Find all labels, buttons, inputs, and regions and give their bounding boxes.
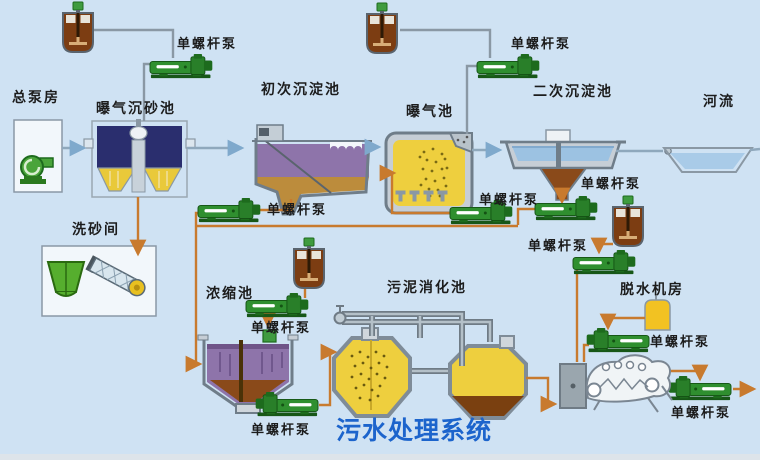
label-screw-pump-9: 单螺杆泵 bbox=[650, 334, 711, 349]
sand-washing-room-box bbox=[41, 245, 157, 317]
label-screw-pump-10: 单螺杆泵 bbox=[671, 405, 732, 420]
label-sludge-digestion-tank: 污泥消化池 bbox=[387, 279, 467, 295]
screw-pump-6 bbox=[572, 249, 636, 275]
label-river: 河流 bbox=[703, 93, 735, 109]
digester-tank-1 bbox=[332, 327, 412, 418]
screw-pump-9 bbox=[586, 327, 650, 353]
water-flow-lines bbox=[62, 138, 663, 159]
label-main-pump-house: 总泵房 bbox=[12, 89, 60, 105]
label-screw-pump-1: 单螺杆泵 bbox=[177, 36, 238, 51]
gas-trap-icon bbox=[333, 311, 347, 325]
screw-pump-1 bbox=[149, 53, 213, 79]
screw-pump-10 bbox=[668, 375, 732, 401]
aeration-tank bbox=[384, 131, 474, 215]
label-dewatering-room: 脱水机房 bbox=[620, 281, 684, 297]
label-primary-sedimentation-tank: 初次沉淀池 bbox=[261, 81, 341, 97]
screw-pump-2 bbox=[476, 53, 540, 79]
diagram-title: 污水处理系统 bbox=[336, 417, 493, 445]
screw-pump-7 bbox=[245, 292, 309, 318]
belt-filter-press-icon bbox=[559, 354, 673, 413]
label-screw-pump-2: 单螺杆泵 bbox=[511, 36, 572, 51]
screw-pump-3 bbox=[197, 197, 261, 223]
agitator-tank-2 bbox=[366, 2, 398, 54]
air-diffusers bbox=[395, 190, 448, 202]
grit-classifier-icon bbox=[46, 261, 86, 297]
polymer-tank-icon bbox=[644, 294, 671, 331]
sludge-pipes bbox=[129, 164, 757, 413]
label-screw-pump-8: 单螺杆泵 bbox=[251, 422, 312, 437]
label-screw-pump-4: 单螺杆泵 bbox=[479, 192, 540, 207]
bottom-edge-strip bbox=[0, 454, 760, 460]
label-aerated-grit-chamber: 曝气沉砂池 bbox=[96, 100, 176, 116]
label-aeration-tank: 曝气池 bbox=[406, 103, 454, 119]
thickening-tank bbox=[197, 329, 299, 414]
main-pump-house-box bbox=[13, 119, 63, 193]
dosing-pipes bbox=[94, 28, 492, 134]
gas-piping bbox=[333, 305, 493, 374]
screw-pump-8 bbox=[255, 391, 319, 417]
agitator-tank-3 bbox=[612, 195, 644, 247]
primary-sedimentation-tank bbox=[252, 124, 372, 216]
label-sand-washing-room: 洗砂间 bbox=[72, 221, 120, 237]
label-screw-pump-3: 单螺杆泵 bbox=[267, 202, 328, 217]
label-screw-pump-5: 单螺杆泵 bbox=[581, 176, 642, 191]
label-secondary-sedimentation-tank: 二次沉淀池 bbox=[533, 83, 613, 99]
label-screw-pump-7: 单螺杆泵 bbox=[251, 320, 312, 335]
agitator-tank-4 bbox=[293, 237, 325, 289]
screw-conveyor-icon bbox=[85, 255, 146, 297]
snail-pump-icon bbox=[20, 155, 54, 184]
digester-tank-2 bbox=[448, 335, 528, 420]
river-basin bbox=[662, 147, 760, 173]
aerated-grit-chamber bbox=[83, 119, 196, 198]
label-thickening-tank: 浓缩池 bbox=[206, 285, 254, 301]
agitator-tank-1 bbox=[62, 1, 94, 53]
label-screw-pump-6: 单螺杆泵 bbox=[528, 238, 589, 253]
secondary-sedimentation-tank bbox=[500, 129, 626, 201]
